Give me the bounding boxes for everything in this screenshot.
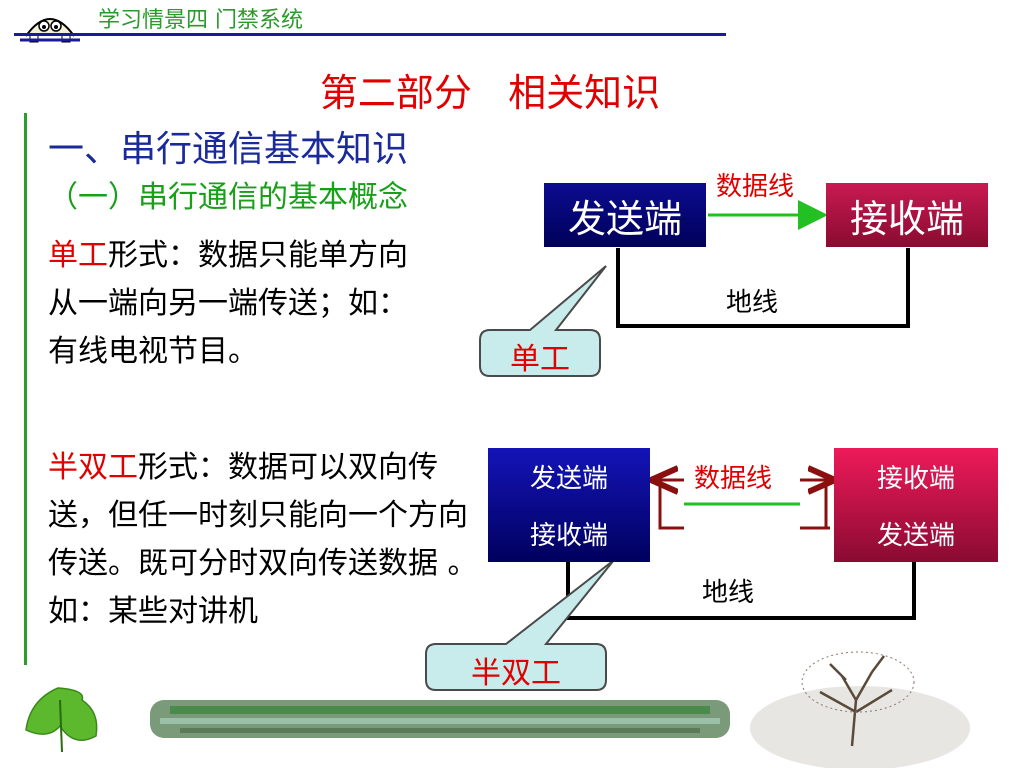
heading-serial-comm: 一、串行通信基本知识 (48, 129, 409, 170)
tree-decoration (750, 651, 970, 768)
half-duplex-right-bracket (800, 478, 828, 530)
section-title: 第二部分 相关知识 (319, 71, 661, 115)
half-duplex-data-line-label: 数据线 (694, 464, 773, 494)
simplex-data-line-label: 数据线 (716, 172, 795, 202)
simplex-callout-label: 单工 (510, 342, 570, 377)
simplex-sender-box: 发送端 (544, 183, 706, 247)
simplex-body: 形式：数据只能单方向从一端向另一端传送；如：有线电视节目。 (48, 238, 408, 369)
half-duplex-right-box: 接收端 发送端 (834, 448, 998, 562)
simplex-receiver-box: 接收端 (826, 183, 988, 247)
half-duplex-callout-label: 半双工 (471, 656, 561, 691)
half-duplex-body: 形式：数据可以双向传送，但任一时刻只能向一个方向传送。既可分时双向传送数据 。如… (48, 450, 478, 629)
simplex-term: 单工 (48, 238, 108, 273)
header-title: 学习情景四 门禁系统 (98, 8, 303, 33)
leaf-decoration-icon (25, 687, 98, 753)
half-duplex-ground-line-label: 地线 (702, 578, 755, 608)
mascot-logo-icon (20, 6, 80, 44)
half-duplex-left-bracket (658, 478, 684, 530)
half-duplex-paragraph: 半双工形式：数据可以双向传送，但任一时刻只能向一个方向传送。既可分时双向传送数据… (48, 444, 488, 636)
simplex-callout-bubble (479, 265, 607, 377)
header-divider (14, 33, 726, 36)
half-duplex-term: 半双工 (48, 450, 138, 485)
subheading-basic-concepts: （一）串行通信的基本概念 (48, 180, 408, 215)
half-duplex-left-top-label: 发送端 (529, 464, 608, 494)
half-duplex-right-bottom-label: 发送端 (876, 521, 955, 551)
left-accent-rule (24, 113, 27, 665)
simplex-paragraph: 单工形式：数据只能单方向从一端向另一端传送；如：有线电视节目。 (48, 232, 428, 376)
grass-strip-decoration (150, 700, 730, 738)
half-duplex-ground-line (566, 562, 916, 620)
half-duplex-right-top-label: 接收端 (876, 464, 955, 494)
half-duplex-left-box: 发送端 接收端 (488, 448, 650, 562)
simplex-ground-line-label: 地线 (726, 288, 779, 318)
simplex-ground-line (616, 248, 910, 328)
half-duplex-callout-bubble (425, 559, 615, 691)
half-duplex-left-bottom-label: 接收端 (529, 521, 608, 551)
